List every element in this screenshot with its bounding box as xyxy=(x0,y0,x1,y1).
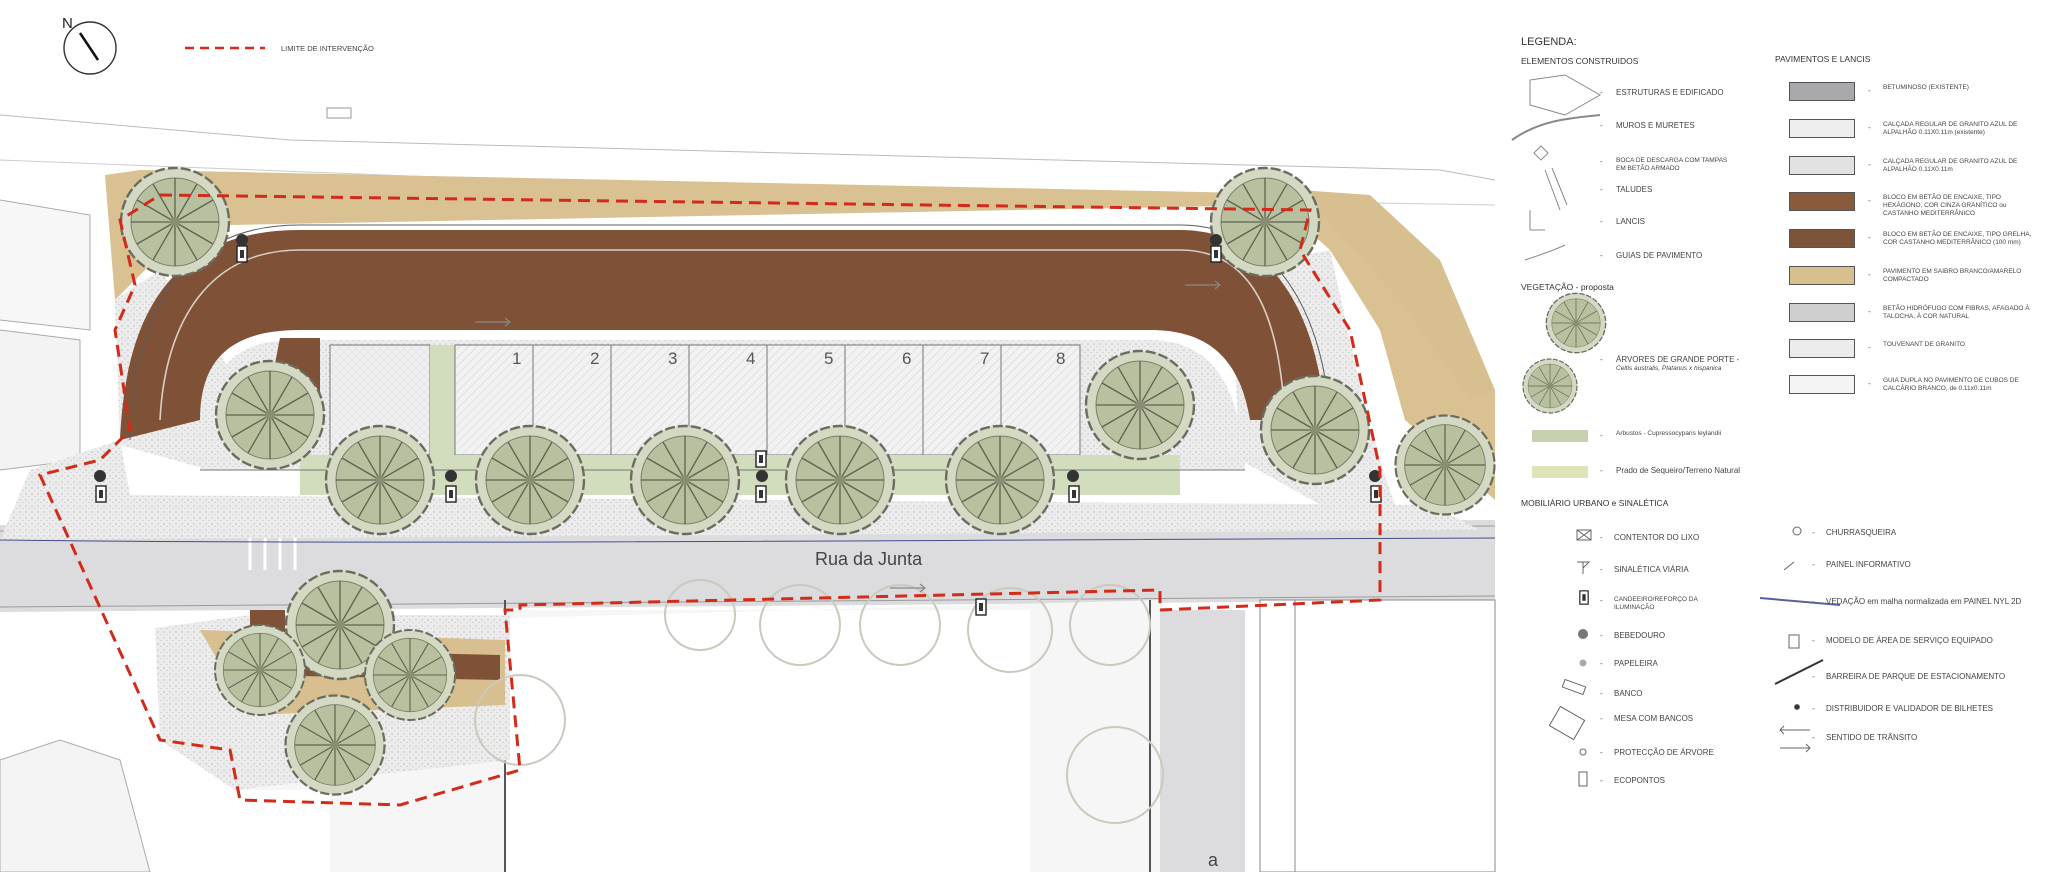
pavement-label: GUIA DUPLA NO PAVIMENTO DE CUBOS DE CALC… xyxy=(1883,377,2019,392)
legend-pavements-heading: PAVIMENTOS E LANCIS xyxy=(1775,54,1871,64)
furniture-label: BANCO xyxy=(1614,689,1643,698)
pavement-swatch xyxy=(1789,266,1855,285)
legend-dash: - xyxy=(1868,123,1871,132)
legend-dash: - xyxy=(1600,533,1603,542)
furniture-label: CANDEEIRO/REFORÇO DA ILUMINAÇÃO xyxy=(1614,596,1698,611)
legend-dash: - xyxy=(1600,565,1603,574)
stall-number: 6 xyxy=(902,349,911,368)
legend-dash: - xyxy=(1600,251,1603,260)
legend-dash: - xyxy=(1600,631,1603,640)
limit-label: LIMITE DE INTERVENÇÃO xyxy=(281,44,374,53)
stall-number: 5 xyxy=(824,349,833,368)
legend-dash: - xyxy=(1600,355,1603,364)
pavement-label: CALÇADA REGULAR DE GRANITO AZUL DE ALPAL… xyxy=(1883,121,2018,136)
legend-dash: - xyxy=(1600,748,1603,757)
legend-furniture-heading: MOBILIÁRIO URBANO e SINALÉTICA xyxy=(1521,498,1669,508)
pavement-label: BETUMINOSO (EXISTENTE) xyxy=(1883,84,1969,91)
legend-dash: - xyxy=(1868,233,1871,242)
legend-dash: - xyxy=(1812,636,1815,645)
pavement-swatch xyxy=(1789,339,1855,358)
furniture-label: MESA COM BANCOS xyxy=(1614,714,1694,723)
furniture-label: PAPELEIRA xyxy=(1614,659,1658,668)
legend-dash: - xyxy=(1600,714,1603,723)
legend-built-item: MUROS E MURETES xyxy=(1616,121,1695,130)
furniture-label: PAINEL INFORMATIVO xyxy=(1826,560,1911,569)
legend-vegetation-item: ÁRVORES DE GRANDE PORTE - xyxy=(1616,355,1740,364)
pavement-label: TOUVENANT DE GRANITO xyxy=(1883,341,1965,348)
furniture-label: VEDAÇÃO em malha normalizada em PAINEL N… xyxy=(1826,597,2022,606)
legend-dash: - xyxy=(1868,160,1871,169)
furniture-label: CONTENTOR DO LIXO xyxy=(1614,533,1700,542)
legend-dash: - xyxy=(1812,733,1815,742)
street-label: Rua da Junta xyxy=(815,549,923,569)
legend-vegetation-item: Prado de Sequeiro/Terreno Natural xyxy=(1616,466,1741,475)
pavement-label: PAVIMENTO EM SAIBRO BRANCO/AMARELO COMPA… xyxy=(1883,268,2022,283)
legend-dash: - xyxy=(1600,88,1603,97)
legend-built-item: LANCIS xyxy=(1616,217,1645,226)
legend-vegetation-heading: VEGETAÇÃO - proposta xyxy=(1521,282,1614,292)
legend-dash: - xyxy=(1600,596,1603,605)
legend-dash: - xyxy=(1812,528,1815,537)
furniture-label: CHURRASQUEIRA xyxy=(1826,528,1897,537)
stall-number: 4 xyxy=(746,349,755,368)
north-arrow xyxy=(63,21,117,75)
furniture-label: BARREIRA DE PARQUE DE ESTACIONAMENTO xyxy=(1826,672,2006,681)
pavement-label: BLOCO EM BETÃO DE ENCAIXE, TIPO HEXÁGONO… xyxy=(1883,194,2007,217)
legend-dash: - xyxy=(1868,343,1871,352)
legend-dash: - xyxy=(1600,185,1603,194)
legend-dash: - xyxy=(1868,307,1871,316)
legend-dash: - xyxy=(1812,704,1815,713)
legend-dash: - xyxy=(1600,431,1603,440)
legend-dash: - xyxy=(1812,672,1815,681)
legend-dash: - xyxy=(1600,776,1603,785)
legend-dash: - xyxy=(1868,86,1871,95)
pavement-swatch xyxy=(1789,375,1855,394)
legend-built-heading: ELEMENTOS CONSTRUIDOS xyxy=(1521,56,1639,66)
furniture-label: SENTIDO DE TRÂNSITO xyxy=(1826,733,1918,742)
legend-dash: - xyxy=(1868,270,1871,279)
pavement-swatch xyxy=(1789,192,1855,211)
legend-built-item: TALUDES xyxy=(1616,185,1653,194)
legend-dash: - xyxy=(1812,597,1815,606)
legend-dash: - xyxy=(1868,379,1871,388)
legend-dash: - xyxy=(1600,659,1603,668)
legend-dash: - xyxy=(1868,196,1871,205)
stall-number: 7 xyxy=(980,349,989,368)
pavement-label: CALÇADA REGULAR DE GRANITO AZUL DE ALPAL… xyxy=(1883,158,2018,173)
stall-number: 3 xyxy=(668,349,677,368)
furniture-label: PROTECÇÃO DE ÁRVORE xyxy=(1614,748,1714,757)
legend-dash: - xyxy=(1600,466,1603,475)
furniture-label: DISTRIBUIDOR E VALIDADOR DE BILHETES xyxy=(1826,704,1993,713)
legend-dash: - xyxy=(1600,121,1603,130)
pavement-swatch xyxy=(1789,229,1855,248)
furniture-label: ECOPONTOS xyxy=(1614,776,1665,785)
furniture-label: SINALÉTICA VIÁRIA xyxy=(1614,565,1689,574)
legend-title: LEGENDA: xyxy=(1521,36,1577,48)
pavement-swatch xyxy=(1789,303,1855,322)
north-label: N xyxy=(62,15,73,32)
legend-dash: - xyxy=(1812,560,1815,569)
stall-number: 1 xyxy=(512,349,521,368)
legend-dash: - xyxy=(1600,689,1603,698)
legend-built-item: ESTRUTURAS E EDIFICADO xyxy=(1616,88,1724,97)
stall-number: 2 xyxy=(590,349,599,368)
legend-dash: - xyxy=(1600,217,1603,226)
pavement-label: BETÃO HIDRÓFUGO COM FIBRAS, AFAGADO À TA… xyxy=(1883,305,2030,320)
furniture-label: MODELO DE ÁREA DE SERVIÇO EQUIPADO xyxy=(1826,636,1993,645)
legend-vegetation-item: Arbustos - Cupressocyparis leylandii xyxy=(1616,430,1722,437)
pavement-label: BLOCO EM BETÃO DE ENCAIXE, TIPO GRELHA, … xyxy=(1883,231,2032,246)
street-label-partial: a xyxy=(1208,850,1219,870)
pavement-swatch xyxy=(1789,156,1855,175)
pavement-swatch xyxy=(1789,82,1855,101)
legend-built-item: BOCA DE DESCARGA COM TAMPAS EM BETÃO ARM… xyxy=(1616,157,1728,172)
legend-dash: - xyxy=(1600,157,1603,166)
furniture-label: BEBEDOURO xyxy=(1614,631,1666,640)
legend-vegetation-species: Celtis australis, Platanus x hispanica xyxy=(1616,365,1722,372)
stall-number: 8 xyxy=(1056,349,1065,368)
legend-built-item: GUIAS DE PAVIMENTO xyxy=(1616,251,1703,260)
pavement-swatch xyxy=(1789,119,1855,138)
